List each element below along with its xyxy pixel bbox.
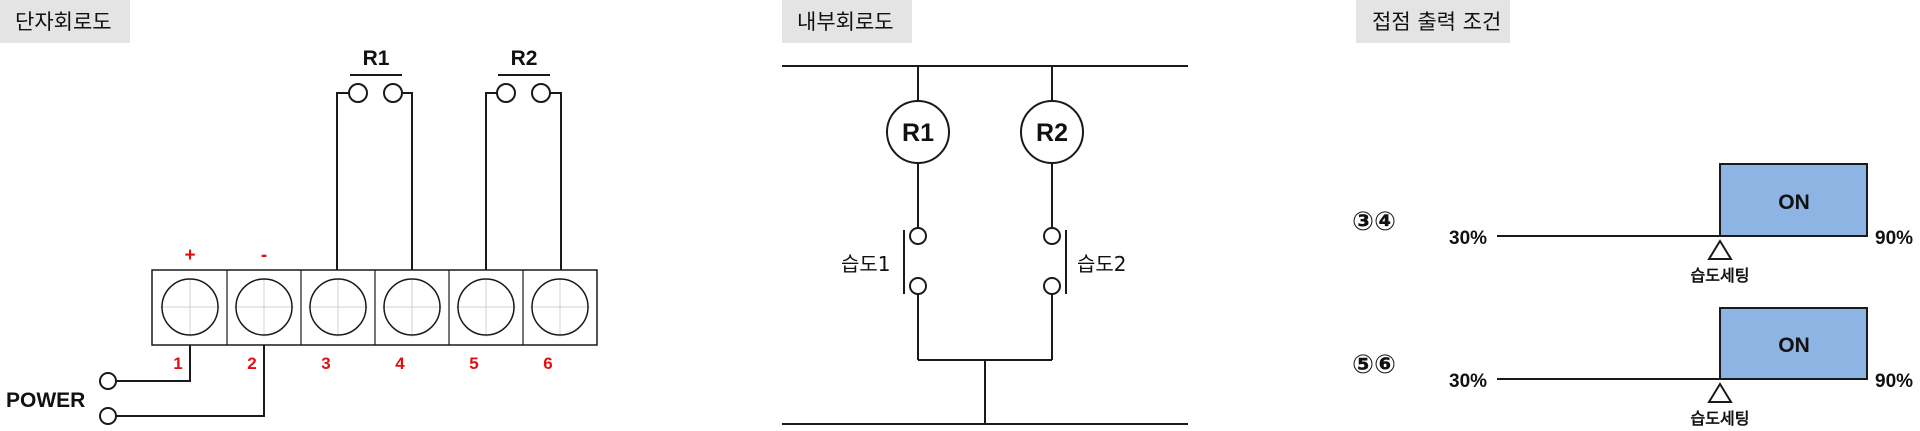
terminal-screw-5 <box>457 278 515 336</box>
min-label: 30% <box>1449 371 1487 392</box>
relay-r1-contact <box>348 74 403 103</box>
relay-r1-coil <box>886 100 950 164</box>
internal-circuit-section: 내부회로도 R1 R2 습도1 <box>782 0 1188 425</box>
internal-title-bg <box>782 0 912 43</box>
humidity-switch-1 <box>903 227 927 295</box>
terminal-screw-2 <box>235 278 293 336</box>
contacts-label: ③④ <box>1352 207 1396 237</box>
internal-title: 내부회로도 <box>797 10 894 34</box>
relay-r2-contact <box>496 74 551 103</box>
power-wires <box>99 345 265 425</box>
terminal-block <box>151 269 598 346</box>
terminal-screw-4 <box>383 278 441 336</box>
on-label: ON <box>1778 334 1810 357</box>
terminal-screw-3 <box>309 278 367 336</box>
terminal-number: 5 <box>469 354 478 373</box>
setpoint-label: 습도세팅 <box>1691 409 1750 428</box>
on-label: ON <box>1778 191 1810 214</box>
relay-wires <box>336 92 562 270</box>
internal-wires <box>782 65 1188 425</box>
power-label: POWER <box>6 389 85 412</box>
terminal-screw-1 <box>161 278 219 336</box>
terminal-title-bg <box>0 0 130 43</box>
humidity-switch-2 <box>1043 227 1067 295</box>
max-label: 90% <box>1875 228 1913 249</box>
terminal-title: 단자회로도 <box>15 10 112 34</box>
contact-condition-section: 접점 출력 조건 ③④ 30% ON 90% 습도세팅 ⑤⑥ 30% ON 90… <box>1352 0 1913 428</box>
on-band <box>1719 163 1868 237</box>
terminal-number: 1 <box>173 354 182 373</box>
minus-label: - <box>261 245 267 266</box>
plus-label: + <box>184 245 195 266</box>
terminal-number: 4 <box>395 354 405 373</box>
setpoint-marker-icon <box>1707 239 1733 260</box>
terminal-number: 2 <box>247 354 256 373</box>
terminal-circuit-section: 단자회로도 R1 R2 <box>0 0 598 425</box>
switch1-label: 습도1 <box>841 252 891 276</box>
condition-title-bg <box>1356 0 1510 43</box>
setpoint-marker-icon <box>1707 382 1733 403</box>
coil-r2-label: R2 <box>1036 119 1068 147</box>
relay-r2-coil <box>1020 100 1084 164</box>
min-label: 30% <box>1449 228 1487 249</box>
max-label: 90% <box>1875 371 1913 392</box>
terminal-number: 3 <box>321 354 330 373</box>
condition-title: 접점 출력 조건 <box>1372 10 1501 34</box>
on-band <box>1719 307 1868 380</box>
coil-r1-label: R1 <box>902 119 934 147</box>
terminal-numbers: 1 2 3 4 5 6 <box>173 354 552 373</box>
terminal-screw-6 <box>531 278 589 336</box>
setpoint-label: 습도세팅 <box>1691 266 1750 285</box>
r1-label: R1 <box>363 47 390 70</box>
r2-label: R2 <box>511 47 538 70</box>
condition-row-34: ③④ 30% ON 90% 습도세팅 <box>1352 163 1913 285</box>
terminal-number: 6 <box>543 354 552 373</box>
condition-row-56: ⑤⑥ 30% ON 90% 습도세팅 <box>1352 307 1913 428</box>
switch2-label: 습도2 <box>1077 252 1127 276</box>
contacts-label: ⑤⑥ <box>1352 350 1396 380</box>
